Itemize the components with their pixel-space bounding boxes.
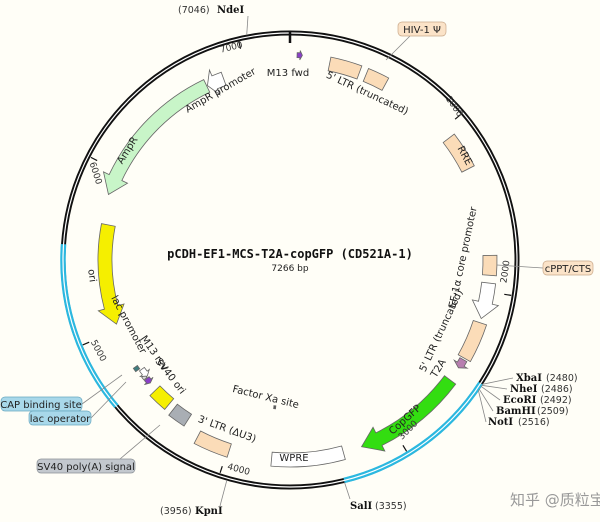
feature-factor-xa-site[interactable]: [273, 405, 277, 410]
site-nhei[interactable]: NheI: [510, 384, 538, 395]
callout-cppt-cts[interactable]: cPPT/CTS: [542, 260, 594, 276]
site-xbai-pos: (2480): [546, 373, 578, 384]
label-m13-fwd: M13 fwd: [267, 68, 309, 79]
site-leader-line: [219, 480, 228, 507]
tick-mark: [219, 465, 223, 474]
feature-ori[interactable]: [97, 223, 125, 325]
feature-rre[interactable]: [442, 133, 475, 173]
label-wpre: WPRE: [279, 453, 308, 464]
feature-sv40-ori[interactable]: [149, 385, 175, 410]
site-ecori[interactable]: EcoRI: [503, 395, 537, 406]
label-ori: ori: [85, 268, 98, 282]
feature-3-ltr-u3[interactable]: [193, 430, 232, 458]
watermark: 知乎 @质粒宝: [510, 491, 600, 509]
feature-copgfp[interactable]: [360, 375, 457, 452]
plasmid-length: 7266 bp: [271, 264, 308, 274]
site-leader-line: [482, 377, 514, 385]
callout-box: [36, 458, 136, 474]
feature-m13-fwd[interactable]: [296, 50, 303, 61]
callout-lac-operator[interactable]: lac operator: [28, 410, 92, 426]
site-sali[interactable]: SalI: [350, 501, 373, 512]
site-leader-line: [477, 390, 487, 423]
site-ecori-pos: (2492): [540, 395, 572, 406]
callout-text: lac operator: [30, 414, 91, 425]
site-bamhi-pos: (2509): [537, 406, 569, 417]
tick-label-6000: 6000: [87, 161, 104, 186]
feature-hiv-1[interactable]: [362, 67, 390, 91]
tick-mark: [504, 293, 512, 296]
callout-cap-binding-site[interactable]: CAP binding site: [0, 396, 83, 412]
site-leader-line: [246, 15, 249, 36]
backbone: [60, 30, 520, 490]
feature-ef-1-core-promoter[interactable]: [471, 281, 500, 320]
tick-mark: [82, 341, 90, 346]
tick-label-2000: 2000: [499, 259, 512, 283]
site-ndei[interactable]: NdeI: [217, 5, 244, 16]
callout-text: cPPT/CTS: [545, 264, 591, 275]
callout-box: [28, 410, 92, 426]
tick-mark: [90, 156, 98, 162]
features: [97, 50, 500, 468]
callout-text: CAP binding site: [0, 400, 82, 411]
tick-label-4000: 4000: [226, 462, 251, 478]
callout-hiv-psi[interactable]: HIV-1 Ψ: [397, 21, 447, 37]
site-noti[interactable]: NotI: [488, 417, 513, 428]
feature-t2a[interactable]: [453, 357, 469, 369]
label-lac-promoter: lac promoter: [108, 294, 148, 356]
feature-cppt-cts[interactable]: [482, 254, 498, 277]
site-noti-pos: (2516): [518, 417, 550, 428]
callout-leader-line: [81, 374, 123, 405]
callout-leader-line: [385, 35, 411, 61]
tick-label-5000: 5000: [88, 339, 108, 364]
feature-ampr[interactable]: [102, 79, 211, 196]
tick-mark: [454, 114, 461, 120]
site-kpni[interactable]: KpnI: [195, 506, 223, 517]
feature-wpre[interactable]: [270, 445, 346, 468]
callout-box: [542, 260, 594, 276]
callout-text: HIV-1 Ψ: [403, 25, 441, 36]
feature-5-ltr-truncated[interactable]: [457, 319, 488, 363]
site-sali-pos: (3355): [375, 501, 407, 512]
tick-label-1000: 1000: [443, 95, 464, 120]
site-ndei-pos: (7046): [178, 5, 210, 16]
callout-sv40-polya[interactable]: SV40 poly(A) signal: [36, 458, 136, 474]
site-leader-line: [478, 388, 494, 412]
label-factor-xa: Factor Xa site: [231, 384, 300, 411]
site-leader-line: [480, 385, 501, 401]
tick-mark: [402, 444, 408, 452]
site-kpni-pos: (3956): [160, 506, 192, 517]
site-bamhi[interactable]: BamHI: [496, 406, 536, 417]
tick-mark: [238, 41, 242, 49]
feature-ampr-promoter[interactable]: [207, 68, 227, 96]
callout-leader-line: [119, 424, 161, 460]
feature-lac-promoter[interactable]: [138, 366, 151, 377]
callout-text: SV40 poly(A) signal: [37, 462, 135, 473]
feature-5-ltr-truncated[interactable]: [327, 56, 363, 80]
plasmid-name: pCDH-EF1-MCS-T2A-copGFP (CD521A-1): [167, 247, 413, 261]
site-leader-line: [481, 384, 508, 390]
feature-sv40-poly-a-signal[interactable]: [168, 403, 193, 427]
callout-box: [397, 21, 447, 37]
site-leader-line: [344, 482, 351, 500]
site-nhei-pos: (2486): [541, 384, 573, 395]
site-xbai[interactable]: XbaI: [516, 373, 542, 384]
callout-leader-line: [90, 381, 127, 419]
callout-leader-line: [496, 264, 544, 269]
feature-cap-binding-site[interactable]: [132, 364, 141, 373]
feature-m13-rev[interactable]: [143, 376, 154, 386]
leader-lines: [81, 15, 544, 507]
